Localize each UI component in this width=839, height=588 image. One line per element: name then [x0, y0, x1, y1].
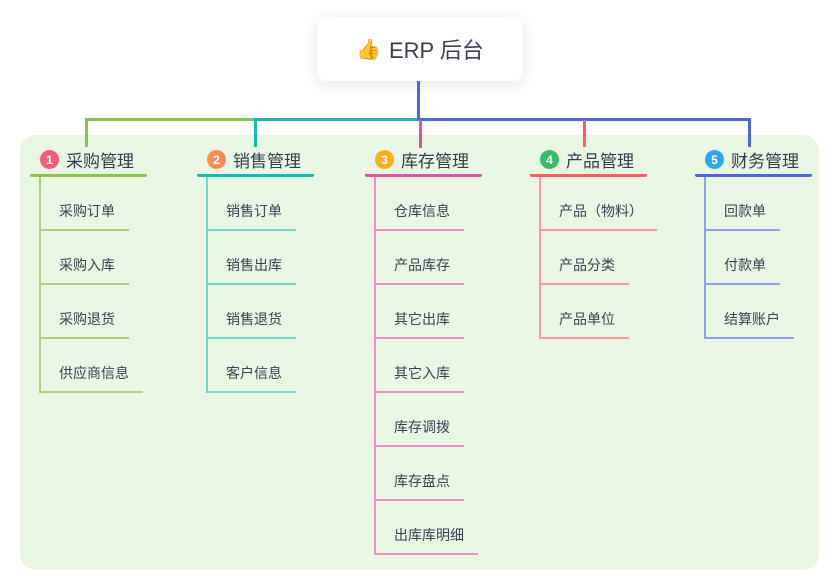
child-node[interactable]: 采购入库 [41, 255, 129, 285]
branch-number-badge: 1 [40, 150, 59, 169]
drop-line-product [583, 120, 586, 147]
child-node[interactable]: 销售订单 [208, 201, 296, 231]
child-node[interactable]: 销售退货 [208, 309, 296, 339]
branch-label: 库存管理 [401, 152, 469, 171]
child-node-row: 出库库明细 [376, 501, 482, 555]
rail-segment-sales [254, 118, 417, 121]
child-node[interactable]: 采购退货 [41, 309, 129, 339]
branch-children: 回款单付款单结算账户 [704, 177, 812, 339]
root-title: ERP 后台 [388, 38, 484, 63]
child-node-row: 销售出库 [208, 231, 314, 285]
child-node-row: 仓库信息 [376, 177, 482, 231]
child-node-row: 采购入库 [41, 231, 147, 285]
branch-inventory: 3 库存管理仓库信息产品库存其它出库其它入库库存调拨库存盘点出库库明细 [365, 145, 482, 555]
drop-line-inventory [419, 120, 422, 148]
branch-label: 销售管理 [233, 152, 301, 171]
child-node-row: 付款单 [706, 231, 812, 285]
child-node[interactable]: 仓库信息 [376, 201, 464, 231]
child-node[interactable]: 产品分类 [541, 255, 629, 285]
branch-label: 采购管理 [66, 152, 134, 171]
child-node-row: 销售退货 [208, 285, 314, 339]
child-node[interactable]: 其它出库 [376, 309, 464, 339]
drop-line-purchase [85, 120, 88, 147]
child-node-row: 采购退货 [41, 285, 147, 339]
branch-label: 财务管理 [731, 152, 799, 171]
drop-line-sales [254, 120, 257, 147]
branch-label: 产品管理 [566, 152, 634, 171]
child-node-row: 客户信息 [208, 339, 314, 393]
branch-product: 4 产品管理产品（物料） 产品分类产品单位 [530, 145, 657, 339]
branch-title[interactable]: 4 产品管理 [530, 145, 647, 177]
child-node[interactable]: 产品库存 [376, 255, 464, 285]
child-node[interactable]: 出库库明细 [376, 525, 478, 555]
child-node[interactable]: 结算账户 [706, 309, 794, 339]
rail-segment-finance [417, 118, 751, 121]
child-node-row: 供应商信息 [41, 339, 147, 393]
thumbs-up-icon: 👍 [356, 38, 381, 61]
child-node-row: 回款单 [706, 177, 812, 231]
mindmap-canvas [20, 135, 819, 570]
child-node-row: 产品库存 [376, 231, 482, 285]
child-node[interactable]: 库存调拨 [376, 417, 464, 447]
child-node[interactable]: 库存盘点 [376, 471, 464, 501]
branch-number-badge: 2 [207, 150, 226, 169]
drop-line-finance [748, 118, 751, 147]
branch-number-badge: 5 [705, 150, 724, 169]
branch-sales: 2 销售管理销售订单销售出库销售退货客户信息 [197, 145, 314, 393]
child-node[interactable]: 客户信息 [208, 363, 296, 393]
branch-number-badge: 4 [540, 150, 559, 169]
child-node-row: 其它入库 [376, 339, 482, 393]
branch-finance: 5 财务管理回款单付款单结算账户 [695, 145, 812, 339]
child-node[interactable]: 销售出库 [208, 255, 296, 285]
branch-number-badge: 3 [375, 150, 394, 169]
root-connector-line [417, 81, 420, 119]
child-node-row: 库存盘点 [376, 447, 482, 501]
branch-title[interactable]: 1 采购管理 [30, 145, 147, 177]
child-node[interactable]: 其它入库 [376, 363, 464, 393]
child-node[interactable]: 付款单 [706, 255, 780, 285]
branch-children: 销售订单销售出库销售退货客户信息 [206, 177, 314, 393]
child-node-row: 产品分类 [541, 231, 657, 285]
child-node[interactable]: 产品（物料） [541, 201, 657, 231]
child-node-row: 采购订单 [41, 177, 147, 231]
branch-children: 仓库信息产品库存其它出库其它入库库存调拨库存盘点出库库明细 [374, 177, 482, 555]
child-node-row: 产品（物料） [541, 177, 657, 231]
child-node[interactable]: 回款单 [706, 201, 780, 231]
child-node[interactable]: 采购订单 [41, 201, 129, 231]
root-node[interactable]: 👍 ERP 后台 [317, 17, 523, 81]
rail-segment-purchase [85, 118, 254, 121]
branch-children: 产品（物料） 产品分类产品单位 [539, 177, 657, 339]
branch-title[interactable]: 2 销售管理 [197, 145, 314, 177]
branch-purchase: 1 采购管理采购订单采购入库采购退货供应商信息 [30, 145, 147, 393]
child-node[interactable]: 供应商信息 [41, 363, 143, 393]
child-node-row: 其它出库 [376, 285, 482, 339]
branch-title[interactable]: 5 财务管理 [695, 145, 812, 177]
child-node-row: 结算账户 [706, 285, 812, 339]
branch-title[interactable]: 3 库存管理 [365, 145, 482, 177]
branch-children: 采购订单采购入库采购退货供应商信息 [39, 177, 147, 393]
child-node-row: 库存调拨 [376, 393, 482, 447]
child-node-row: 销售订单 [208, 177, 314, 231]
child-node-row: 产品单位 [541, 285, 657, 339]
child-node[interactable]: 产品单位 [541, 309, 629, 339]
